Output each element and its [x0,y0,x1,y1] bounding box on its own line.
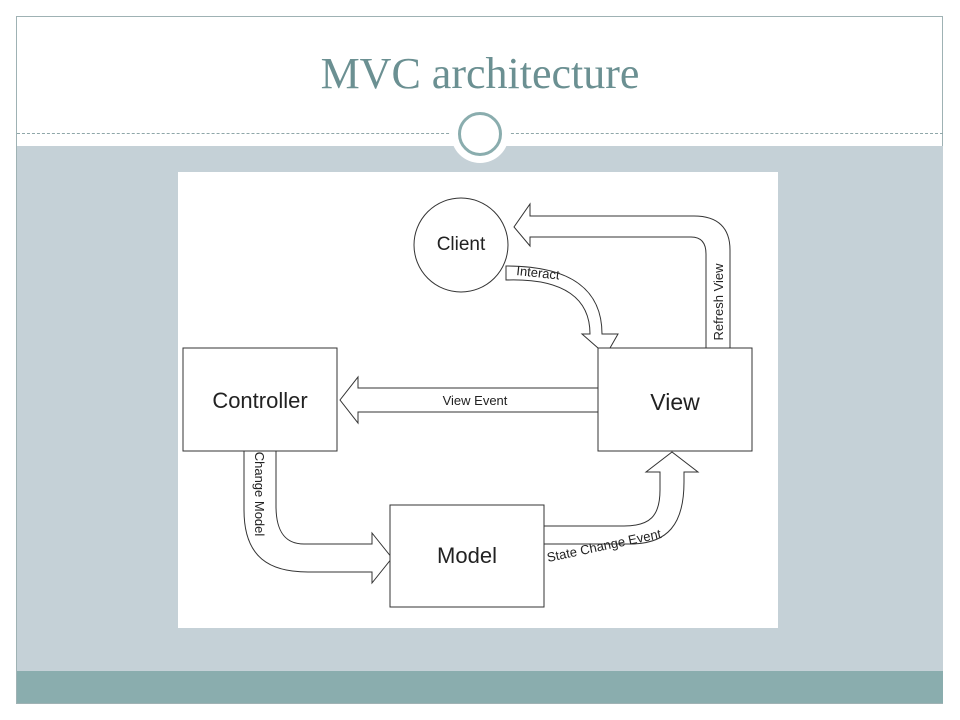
controller-label: Controller [212,388,307,413]
bottom-band [17,671,943,703]
refresh-view-label: Refresh View [711,263,726,341]
state-change-event-arrow [543,451,700,545]
slide-title: MVC architecture [320,49,640,98]
client-label: Client [437,234,486,255]
view-event-arrow [339,375,599,425]
controller-node [182,347,338,452]
change-model-arrow [243,450,393,585]
mvc-diagram: Client Controller View Model Interact Re… [178,172,778,628]
view-event-label: View Event [443,393,508,408]
refresh-view-arrow [513,202,731,349]
model-label: Model [437,543,497,568]
view-node [597,347,753,452]
change-model-label: Change Model [252,452,267,537]
model-node [389,504,545,608]
interact-label: Interact [516,263,561,282]
client-node [413,197,509,293]
view-label: View [650,389,700,415]
circle-ornament-icon [451,105,509,163]
